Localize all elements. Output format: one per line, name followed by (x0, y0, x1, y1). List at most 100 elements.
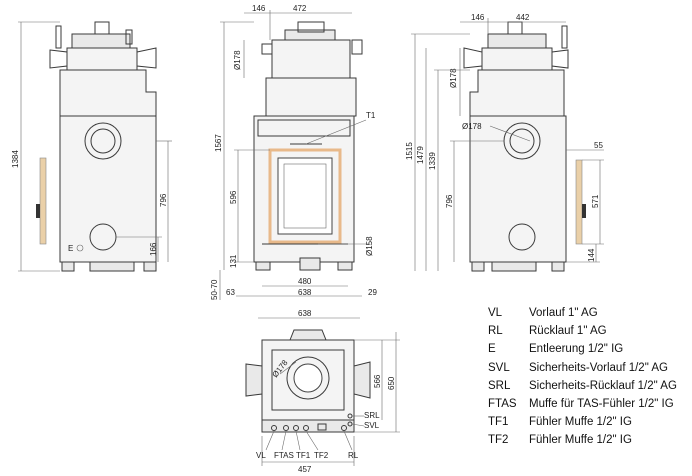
top-side-pipe-l (245, 363, 263, 397)
legend-code: RL (488, 325, 503, 338)
front-door-glass-inner (283, 163, 327, 229)
left-side-pipe-l (49, 49, 68, 69)
front-marker-label: T1 (366, 111, 376, 120)
legend-row: SVL Sicherheits-Vorlauf 1/2" AG (488, 359, 688, 377)
front-left-margin-label: 63 (226, 288, 235, 297)
left-base-plate (89, 261, 135, 272)
right-flue-inner (509, 128, 535, 154)
left-top-housing (66, 47, 138, 71)
top-tf2-label: TF2 (314, 451, 329, 460)
top-width-top-label: 638 (298, 309, 312, 318)
right-foot-r (551, 261, 565, 272)
legend-code: TF1 (488, 416, 509, 429)
right-top-stub (507, 21, 523, 35)
left-door-edge (39, 157, 47, 245)
left-height-label: 1384 (11, 150, 20, 168)
left-flue-inner (90, 128, 116, 154)
legend-desc: Fühler Muffe 1/2" IG (529, 416, 632, 429)
legend-row: TF1 Fühler Muffe 1/2" IG (488, 413, 688, 431)
right-h2-label: 1479 (416, 146, 425, 164)
top-conn-box (317, 423, 327, 431)
legend-row: RL Rücklauf 1" AG (488, 322, 688, 340)
front-outer-width-label: 638 (298, 288, 312, 297)
legend-code: FTAS (488, 398, 517, 411)
top-conn-tf1 (293, 425, 299, 431)
top-body-inner (271, 349, 345, 411)
top-srl-label: SRL (364, 411, 380, 420)
top-width-bottom-label: 457 (298, 465, 312, 474)
right-main-body (469, 115, 567, 263)
right-side-inner-label: 571 (591, 194, 600, 208)
top-conn-rl (341, 425, 347, 431)
front-door-height-label: 596 (229, 190, 238, 204)
legend-desc: Rücklauf 1" AG (529, 325, 607, 338)
front-foot-r (337, 261, 353, 271)
top-view: 638 Ø178 566 650 457 SRL SVL VL FTAS TF1… (245, 309, 400, 474)
front-view: 146 472 Ø178 1567 596 131 Ø158 T1 480 63… (210, 4, 377, 300)
right-offset-label: 55 (594, 141, 603, 150)
right-side-pipe-r (551, 49, 569, 69)
right-lower-flue (508, 223, 536, 251)
front-foot-l (255, 261, 271, 271)
left-bottom-label: 166 (149, 242, 158, 256)
right-top-width-label: 442 (516, 13, 530, 22)
legend-code: TF2 (488, 434, 509, 447)
top-tf1-label: TF1 (296, 451, 311, 460)
right-side-pipe-l (463, 47, 483, 69)
right-valve-stem (561, 25, 568, 49)
right-foot-l (471, 261, 485, 272)
top-depth-inner-label: 566 (373, 374, 382, 388)
top-flue-inner (293, 363, 323, 393)
front-mid-section (265, 77, 357, 117)
left-foot-l (61, 261, 75, 272)
top-flue-outer (286, 356, 330, 400)
legend-desc: Sicherheits-Rücklauf 1/2" AG (529, 379, 677, 392)
top-side-pipe-r (353, 361, 371, 399)
right-door-handle (582, 204, 586, 218)
right-top-housing (481, 47, 553, 71)
left-door-handle (36, 204, 40, 218)
left-main-body (59, 115, 157, 263)
top-flue-stub (289, 329, 327, 341)
top-vl-label: VL (256, 451, 266, 460)
top-conn-ftas (283, 425, 289, 431)
left-valve-stem (55, 25, 62, 49)
right-upper-body (469, 69, 565, 117)
front-valve-l (261, 43, 273, 55)
front-valve-r (351, 39, 363, 55)
left-foot-r (143, 261, 157, 272)
front-top-width-label: 472 (293, 4, 307, 13)
front-height-label: 1567 (214, 134, 223, 152)
right-h1-label: 1515 (405, 142, 414, 160)
front-pipe-dia-label: Ø178 (233, 50, 242, 70)
left-upper-body (59, 69, 157, 117)
right-h3-label: 1339 (428, 152, 437, 170)
top-conn-tf2 (303, 425, 309, 431)
right-top-offset-label: 146 (471, 13, 485, 22)
left-side-height-label: 796 (159, 193, 168, 207)
front-right-margin-label: 29 (368, 288, 377, 297)
legend-desc: Sicherheits-Vorlauf 1/2" AG (529, 361, 668, 374)
right-base-plate (491, 261, 537, 272)
right-side-height-label: 796 (445, 194, 454, 208)
left-top-collar (71, 33, 131, 49)
top-depth-outer-label: 650 (387, 376, 396, 390)
front-top-housing (271, 39, 351, 79)
left-valve (125, 29, 133, 45)
top-svl-label: SVL (364, 421, 380, 430)
left-drain-label: E (68, 244, 73, 253)
legend-desc: Vorlauf 1" AG (529, 307, 598, 320)
front-door-glass (277, 157, 333, 235)
front-top-stub (297, 21, 325, 33)
right-door-edge (575, 159, 583, 245)
legend-code: E (488, 343, 496, 356)
front-small-pipe-label: Ø158 (365, 236, 374, 256)
legend-code: SVL (488, 361, 510, 374)
front-base-pipe (299, 257, 321, 271)
top-ftas-label: FTAS (274, 451, 294, 460)
left-top-stub (94, 21, 110, 35)
